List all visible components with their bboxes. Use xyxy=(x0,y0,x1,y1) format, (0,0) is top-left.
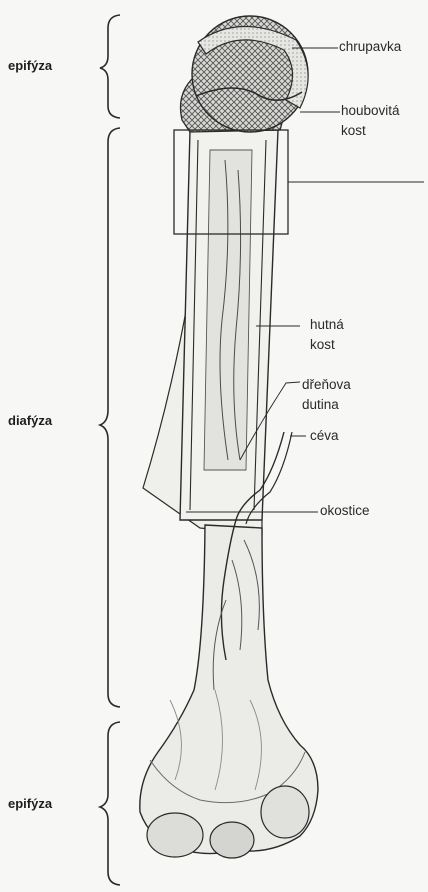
condyle-right xyxy=(261,786,309,838)
label-spongy-line1: houbovitá xyxy=(341,102,400,120)
label-cartilage: chrupavka xyxy=(339,38,401,56)
label-spongy-line2: kost xyxy=(341,122,366,140)
brace-bottom-epiphysis xyxy=(100,722,120,885)
label-vessel: céva xyxy=(310,427,339,445)
label-marrow-line1: dřeňova xyxy=(302,376,351,394)
label-marrow-line2: dutina xyxy=(302,396,339,414)
region-label-middle: diafýza xyxy=(8,413,52,428)
label-periosteum: okostice xyxy=(320,502,370,520)
region-braces xyxy=(100,15,120,885)
label-compact-line2: kost xyxy=(310,336,335,354)
condyle-mid xyxy=(210,822,254,858)
region-label-bottom: epifýza xyxy=(8,796,52,811)
condyle-left xyxy=(147,813,203,857)
marrow-cavity xyxy=(204,150,252,470)
brace-top-epiphysis xyxy=(100,15,120,118)
region-label-top: epifýza xyxy=(8,58,52,73)
label-compact-line1: hutná xyxy=(310,316,344,334)
brace-diaphysis xyxy=(100,128,120,707)
